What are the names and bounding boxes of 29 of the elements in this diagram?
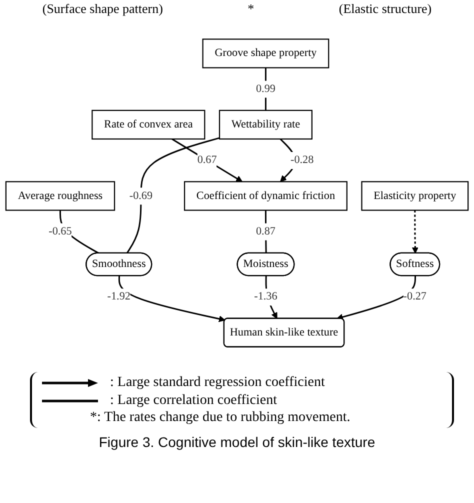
group-label: (Surface shape pattern) — [42, 1, 163, 17]
legend-text: : Large correlation coefficient — [110, 393, 278, 409]
node-box: Average roughness — [5, 181, 116, 211]
edge-label: 0.99 — [256, 82, 276, 95]
arrow — [172, 138, 242, 182]
footnote: *: The rates change due to rubbing movement. — [89, 410, 352, 426]
node-box: Elasticity property — [361, 181, 469, 211]
node-box: Groove shape property — [202, 38, 330, 68]
arrow — [265, 276, 278, 319]
node-box: Rate of convex area — [92, 110, 206, 140]
edge-label: -1.92 — [107, 290, 130, 303]
node-box: Coefficient of dynamic friction — [184, 181, 348, 211]
arrow — [118, 276, 226, 322]
group-label: (Elastic structure) — [338, 1, 432, 17]
edge-label: -0.27 — [403, 290, 427, 303]
group-label: * — [248, 1, 254, 17]
edge-label: 0.87 — [256, 225, 276, 238]
arrow — [412, 210, 418, 254]
connector — [59, 210, 100, 254]
node-box: Wettability rate — [218, 110, 312, 140]
connector — [126, 137, 220, 254]
edge-label: 0.67 — [197, 154, 217, 166]
arrow — [336, 276, 416, 320]
edge-label: -1.36 — [254, 290, 278, 303]
caption: Figure 3. Cognitive model of skin-like texture — [98, 434, 376, 450]
edge-label: -0.65 — [48, 225, 72, 238]
legend-text: : Large standard regression coefficient — [110, 375, 325, 391]
edge-label: -0.28 — [290, 154, 314, 166]
edge-label: -0.69 — [129, 190, 153, 202]
